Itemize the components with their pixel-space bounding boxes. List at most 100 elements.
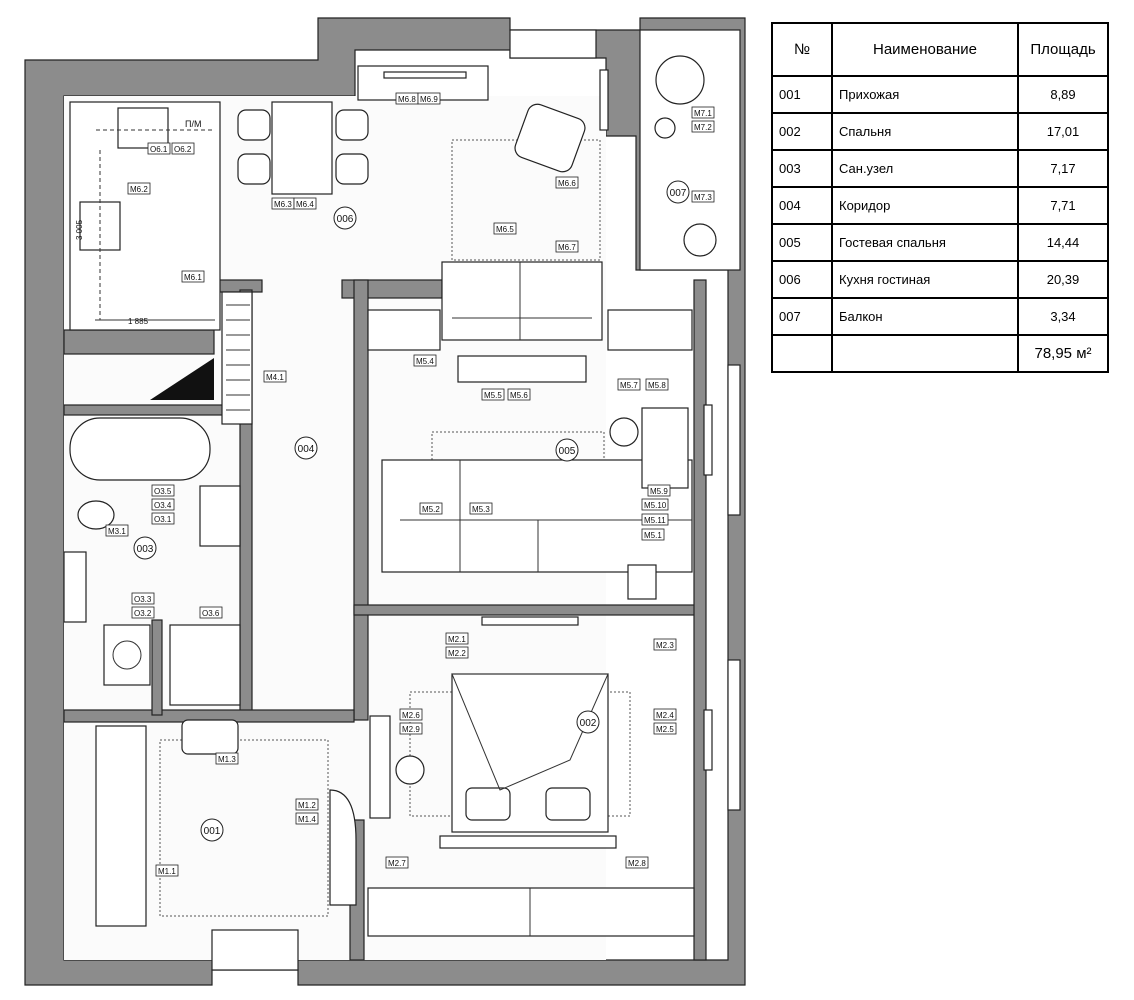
shaft	[150, 358, 214, 400]
row-name: Коридор	[831, 186, 1019, 225]
washing-machine	[103, 624, 151, 686]
guest-desk	[641, 407, 689, 489]
radiator-bedroom	[703, 709, 713, 771]
svg-text:М5.9: М5.9	[650, 487, 668, 496]
hallway-pouf	[181, 719, 239, 755]
room-id-003: 003	[133, 536, 157, 560]
ref-tag: М7.2	[691, 120, 715, 133]
room-id-002: 002	[576, 710, 600, 734]
ref-tag: М6.4	[293, 197, 317, 210]
bedroom-bench	[439, 835, 617, 849]
svg-text:О3.5: О3.5	[154, 487, 172, 496]
svg-text:О3.6: О3.6	[202, 609, 220, 618]
bedroom-wardrobe	[367, 887, 695, 937]
row-id: 002	[771, 112, 833, 151]
entrance-door	[211, 929, 299, 971]
svg-text:М2.1: М2.1	[448, 635, 466, 644]
room-id-005: 005	[555, 438, 579, 462]
ref-tag: О3.1	[151, 512, 175, 525]
ref-tag: О3.5	[151, 484, 175, 497]
row-area: 14,44	[1017, 223, 1109, 262]
water-heater	[63, 551, 87, 623]
total-empty-num	[771, 334, 833, 373]
svg-text:М5.10: М5.10	[644, 501, 667, 510]
ref-tag: М2.2	[445, 646, 469, 659]
ref-tag: М2.5	[653, 722, 677, 735]
svg-text:М7.3: М7.3	[694, 193, 712, 202]
svg-text:001: 001	[204, 826, 221, 837]
double-bed	[451, 673, 609, 833]
svg-text:М6.9: М6.9	[420, 95, 438, 104]
ref-tag: М1.1	[155, 864, 179, 877]
svg-text:М2.2: М2.2	[448, 649, 466, 658]
guest-cabinet	[627, 564, 657, 600]
ref-tag: М6.5	[493, 222, 517, 235]
ref-tag: М7.3	[691, 190, 715, 203]
svg-text:М6.1: М6.1	[184, 273, 202, 282]
ref-tag: М1.4	[295, 812, 319, 825]
bedroom-stool	[395, 755, 425, 785]
ref-tag: М2.4	[653, 708, 677, 721]
ref-tag: М6.3	[271, 197, 295, 210]
svg-text:М5.3: М5.3	[472, 505, 490, 514]
room-id-004: 004	[294, 436, 318, 460]
ref-tag: М2.7	[385, 856, 409, 869]
row-name: Спальня	[831, 112, 1019, 151]
row-area: 3,34	[1017, 297, 1109, 336]
balcony-chair	[655, 55, 705, 105]
svg-text:М5.4: М5.4	[416, 357, 434, 366]
svg-text:М4.1: М4.1	[266, 373, 284, 382]
ref-tag: О6.1	[147, 142, 171, 155]
kitchen-depth-dim: 3 005	[75, 219, 84, 240]
svg-text:О3.4: О3.4	[154, 501, 172, 510]
svg-text:М6.6: М6.6	[558, 179, 576, 188]
window-right-1	[727, 364, 741, 516]
bedroom-tv	[481, 616, 579, 626]
svg-text:О6.1: О6.1	[150, 145, 168, 154]
corridor-wardrobe	[221, 291, 253, 425]
svg-text:М2.5: М2.5	[656, 725, 674, 734]
total-area: 78,95 м²	[1017, 334, 1109, 373]
ref-tag: М5.3	[469, 502, 493, 515]
ref-tag: М5.2	[419, 502, 443, 515]
svg-text:М3.1: М3.1	[108, 527, 126, 536]
window-right-2	[727, 659, 741, 811]
kitchen-pm-label: П/М	[185, 119, 201, 129]
guest-tv	[457, 355, 587, 383]
row-id: 001	[771, 75, 833, 114]
row-name: Балкон	[831, 297, 1019, 336]
row-id: 006	[771, 260, 833, 299]
row-area: 20,39	[1017, 260, 1109, 299]
ref-tag: М2.6	[399, 708, 423, 721]
svg-text:М2.9: М2.9	[402, 725, 420, 734]
svg-text:М5.2: М5.2	[422, 505, 440, 514]
room-id-001: 001	[200, 818, 224, 842]
toilet	[77, 500, 115, 530]
svg-text:002: 002	[580, 718, 597, 729]
ref-tag: О6.2	[171, 142, 195, 155]
balcony-plant	[683, 223, 717, 257]
svg-text:М5.5: М5.5	[484, 391, 502, 400]
table-header: № Наименование Площадь	[771, 22, 1109, 77]
ref-tag: М2.3	[653, 638, 677, 651]
row-area: 7,17	[1017, 149, 1109, 188]
svg-text:О3.3: О3.3	[134, 595, 152, 604]
row-name: Кухня гостиная	[831, 260, 1019, 299]
washbasin	[199, 485, 241, 547]
ref-tag: О3.4	[151, 498, 175, 511]
kitchen-unit	[69, 101, 221, 331]
ref-tag: М6.8	[395, 92, 419, 105]
row-name: Сан.узел	[831, 149, 1019, 188]
row-name: Прихожая	[831, 75, 1019, 114]
ref-tag: М2.9	[399, 722, 423, 735]
ref-tag: О3.2	[131, 606, 155, 619]
bedroom-dresser	[369, 715, 391, 819]
ref-tag: М5.8	[645, 378, 669, 391]
svg-text:006: 006	[337, 214, 354, 225]
bathtub	[69, 417, 211, 481]
svg-text:М1.1: М1.1	[158, 867, 176, 876]
